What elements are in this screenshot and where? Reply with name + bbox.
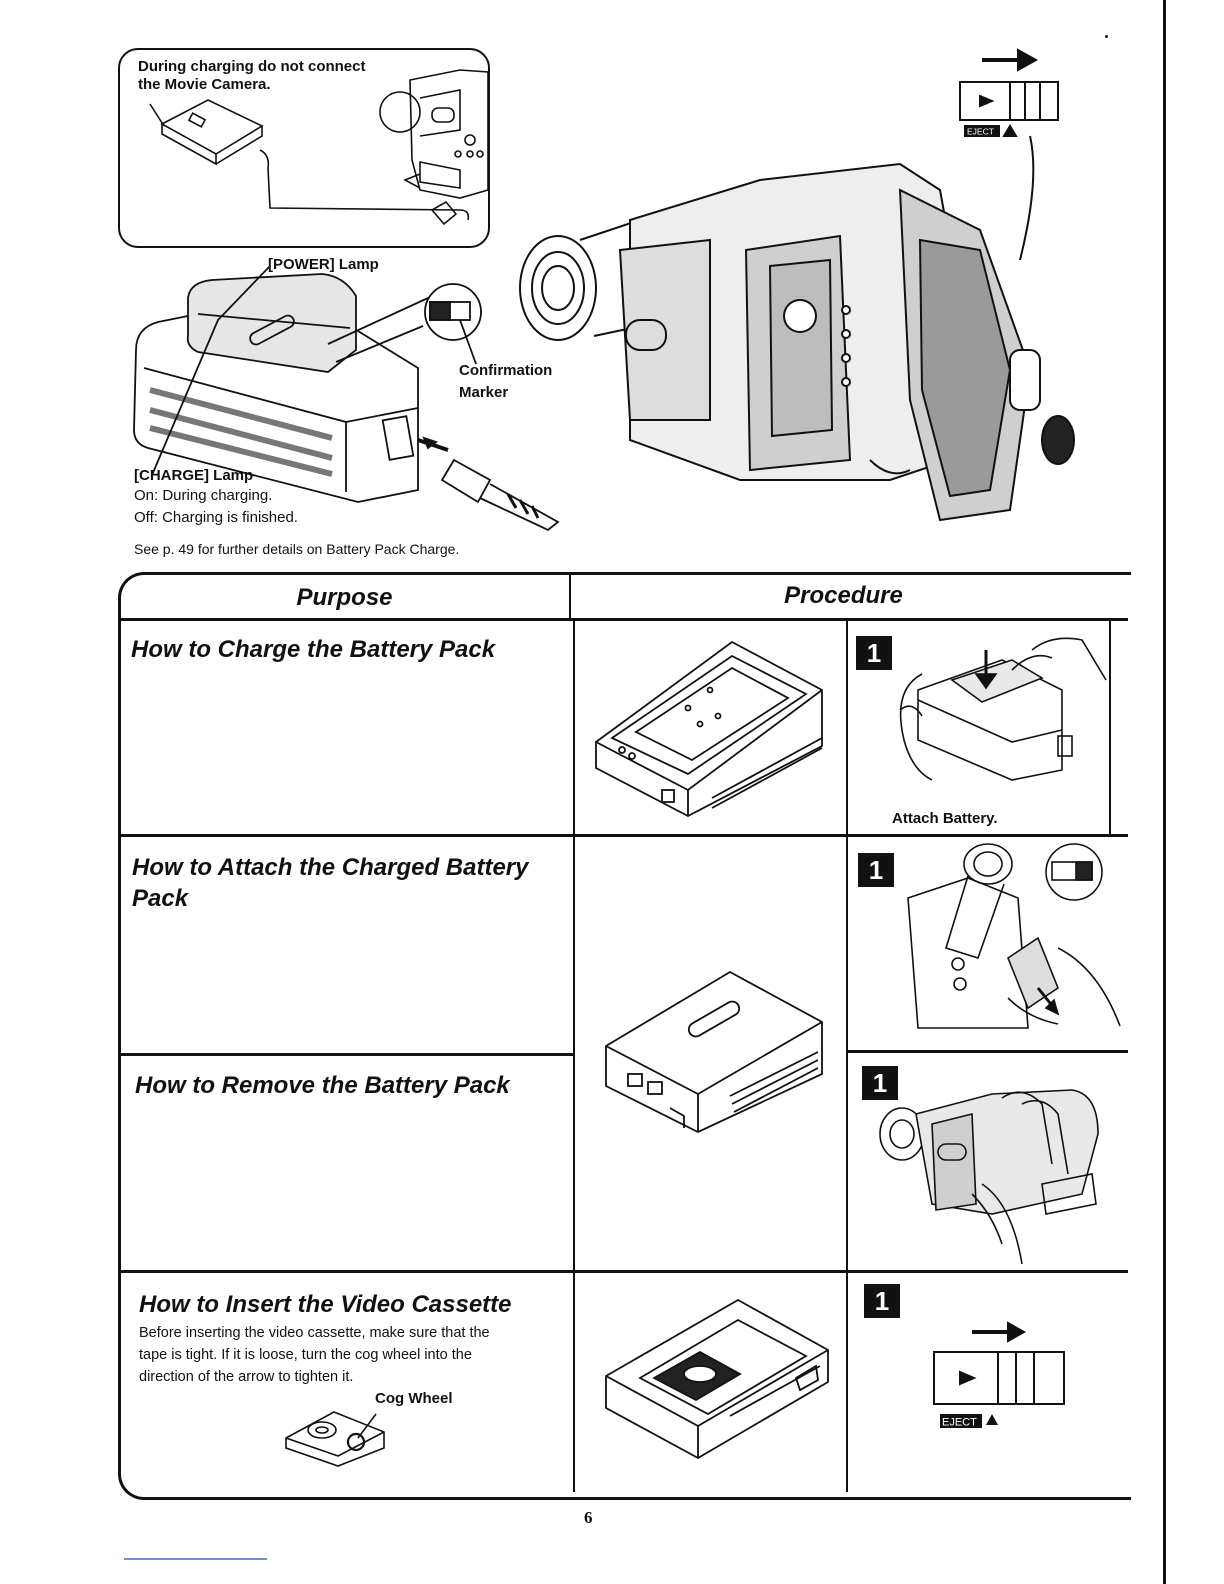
attach-battery-to-camera-illustration — [907, 843, 1121, 1029]
further-details-note: See p. 49 for further details on Battery… — [134, 541, 460, 557]
charger-camera-sketch — [149, 69, 489, 226]
remove-battery-illustration — [879, 1089, 1099, 1265]
procedure-column-divider — [846, 620, 848, 1492]
camcorder-open-illustration: EJECT — [519, 48, 1075, 522]
charge-lamp-label: [CHARGE] Lamp — [134, 467, 254, 484]
row-2-bottom-rule-right — [848, 1050, 1128, 1053]
purpose-insert-cassette: How to Insert the Video Cassette — [139, 1291, 512, 1318]
confirmation-marker-line-2: Marker — [459, 384, 509, 401]
cassette-note-line-2: tape is tight. If it is loose, turn the … — [139, 1347, 472, 1363]
page-number: 6 — [584, 1508, 593, 1527]
battery-pack-illustration — [605, 970, 823, 1133]
confirmation-marker-line-1: Confirmation — [459, 362, 553, 379]
step-number-badge: 1 — [864, 1284, 900, 1318]
row-3-bottom-rule — [120, 1270, 1128, 1273]
attach-battery-caption: Attach Battery. — [892, 810, 998, 827]
charge-off-note: Off: Charging is finished. — [134, 509, 298, 526]
inset-note-line-1: During charging do not connect — [138, 58, 366, 75]
step-number-badge: 1 — [856, 636, 892, 670]
charger-unit-illustration — [595, 640, 823, 818]
purpose-charge-battery: How to Charge the Battery Pack — [131, 636, 496, 663]
purpose-attach-line-1: How to Attach the Charged Battery — [132, 854, 529, 881]
page-right-rule — [1163, 0, 1166, 1584]
inset-note-line-2: the Movie Camera. — [138, 76, 271, 93]
procedure-header: Procedure — [784, 582, 903, 609]
charge-on-note: On: During charging. — [134, 487, 273, 504]
cassette-note-line-3: direction of the arrow to tighten it. — [139, 1369, 354, 1385]
row-1-right-border — [1109, 620, 1111, 834]
cassette-note-line-1: Before inserting the video cassette, mak… — [139, 1325, 490, 1341]
footer-link-rule — [124, 1558, 267, 1560]
purpose-remove-battery: How to Remove the Battery Pack — [135, 1072, 510, 1099]
purpose-header: Purpose — [296, 584, 393, 611]
video-cassette-illustration — [605, 1298, 829, 1460]
speck — [1105, 35, 1108, 38]
attach-battery-to-charger-illustration — [899, 637, 1107, 781]
charger-battery-illustration — [133, 265, 560, 532]
row-1-bottom-rule — [120, 834, 1128, 837]
purpose-attach-line-2: Pack — [132, 885, 189, 912]
power-lamp-label: [POWER] Lamp — [268, 256, 379, 273]
charging-warning-inset: During charging do not connect the Movie… — [118, 48, 490, 248]
eject-slider-illustration: EJECT — [933, 1321, 1065, 1429]
purpose-column-divider — [573, 620, 575, 1492]
header-divider — [569, 574, 571, 620]
row-2-bottom-rule-left — [120, 1053, 574, 1056]
eject-label-top: EJECT — [967, 127, 994, 137]
cog-wheel-label: Cog Wheel — [375, 1390, 453, 1407]
step-number-badge: 1 — [862, 1066, 898, 1100]
header-bottom-rule — [120, 618, 1128, 621]
eject-label-bottom: EJECT — [942, 1417, 977, 1429]
step-number-badge: 1 — [858, 853, 894, 887]
cog-wheel-cassette-illustration — [285, 1411, 385, 1467]
purpose-procedure-table — [118, 572, 1131, 1500]
